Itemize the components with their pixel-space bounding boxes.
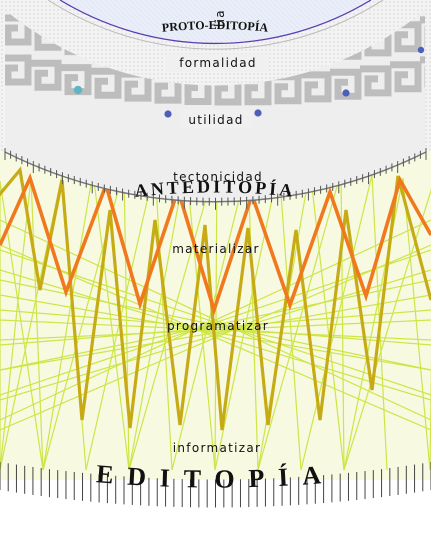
formalidad-backdrop xyxy=(165,54,269,72)
lime-line xyxy=(247,162,259,471)
meander-segment xyxy=(300,71,332,103)
programatizar-label: programatizar xyxy=(167,319,269,333)
top-fragment-label: lia xyxy=(213,9,227,27)
teal-dot xyxy=(73,85,83,95)
lime-line xyxy=(309,168,345,471)
inner-cap xyxy=(60,0,371,44)
lime-line xyxy=(128,159,218,471)
meander-segment xyxy=(270,73,302,105)
meander-segment xyxy=(5,54,32,86)
lime-line xyxy=(0,319,431,341)
lime-line xyxy=(154,165,173,471)
lime-line xyxy=(214,159,218,471)
bottom-ruler-ticks xyxy=(0,462,431,508)
inner-cap-edge xyxy=(59,0,372,45)
formalidad-label: formalidad xyxy=(179,56,257,70)
lime-line xyxy=(0,219,431,421)
blue-dot-center xyxy=(254,109,262,117)
ruler-ticks xyxy=(4,148,427,210)
lime-line xyxy=(92,171,130,471)
meander-segment xyxy=(330,68,362,100)
utilidad-backdrop xyxy=(180,110,252,128)
blue-dot-edge xyxy=(417,46,425,54)
blue-dot-right xyxy=(342,89,350,97)
editopia-label: EDITOPÍA xyxy=(95,459,336,493)
lime-line xyxy=(42,171,94,471)
materializar-label: materializar xyxy=(172,242,260,256)
lime-line xyxy=(171,162,249,471)
inner-cap-edge-2 xyxy=(47,0,384,50)
lime-line xyxy=(343,188,431,471)
tectonicidad-label: tectonicidad xyxy=(173,170,263,184)
lime-line xyxy=(185,162,216,471)
informatizar-label: informatizar xyxy=(173,441,262,455)
meander-segment xyxy=(360,65,392,97)
lime-line xyxy=(0,177,32,471)
lime-line xyxy=(402,177,431,471)
meander-segment xyxy=(30,59,62,91)
meander-segment xyxy=(390,61,422,93)
utilidad-label: utilidad xyxy=(188,113,243,127)
meander-segment xyxy=(90,67,122,99)
blue-dot-left xyxy=(164,110,172,118)
lime-line xyxy=(300,174,373,471)
lime-line xyxy=(0,309,431,346)
lime-line xyxy=(278,165,302,471)
orange-zigzag xyxy=(0,172,431,316)
meander-segment xyxy=(390,21,422,53)
lime-line xyxy=(30,177,44,471)
proto-editopia-label: PROTO-EDITOPÍA xyxy=(161,18,269,35)
lime-line xyxy=(128,162,187,471)
